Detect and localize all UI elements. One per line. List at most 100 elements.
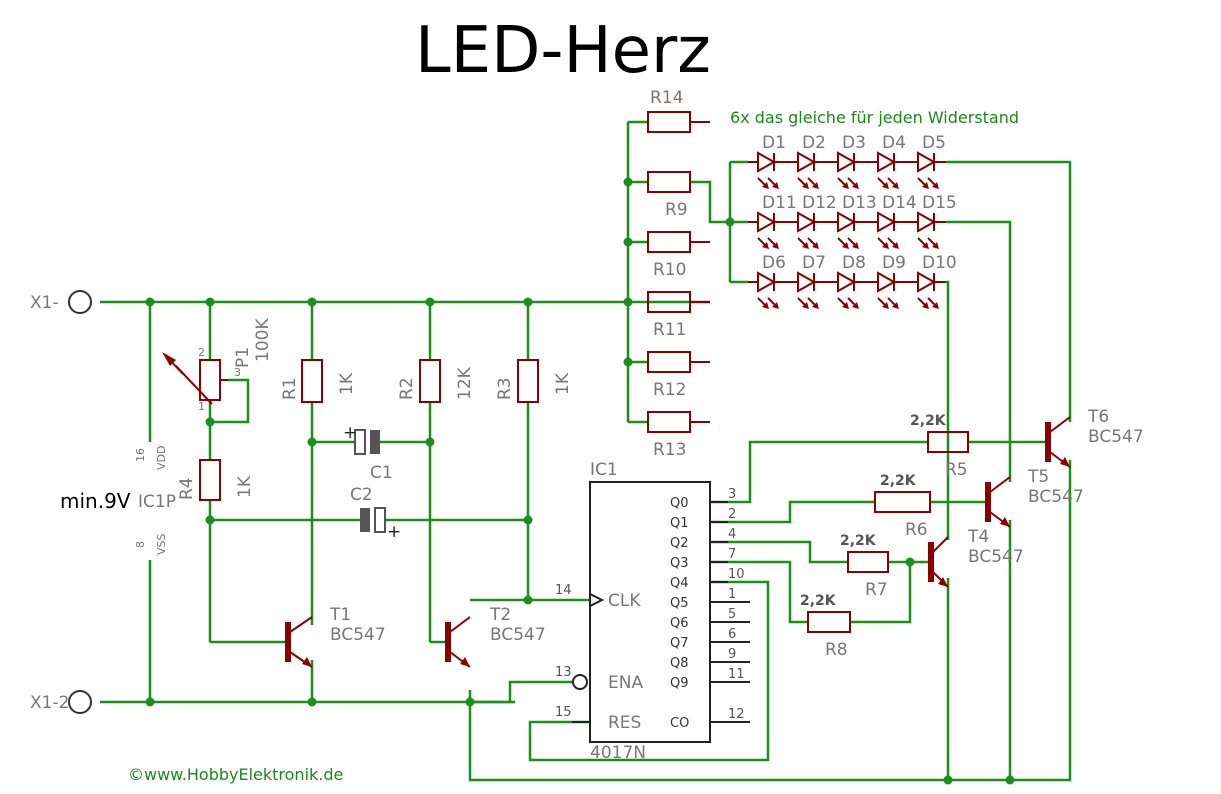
transistor-t1-type: BC547 — [330, 625, 386, 645]
ic1-power: 16 VDD 8 VSS IC1P — [134, 446, 176, 555]
pin-name: Q9 — [670, 676, 689, 691]
ic1-vss-label: VSS — [155, 533, 168, 555]
led-d3: D3 — [837, 133, 866, 189]
led-d5: D5 — [917, 133, 946, 189]
led-label: D8 — [842, 253, 866, 273]
pin-number: 13 — [555, 665, 572, 680]
led-d11: D11 — [757, 193, 797, 249]
led-label: D12 — [802, 193, 837, 213]
pin-name: Q6 — [670, 616, 689, 631]
resistor-r12-label: R12 — [653, 380, 686, 400]
resistor-r5-value: 2,2K — [910, 413, 947, 429]
pin-number: 7 — [728, 547, 736, 562]
resistor-r14-label: R14 — [650, 88, 683, 108]
led-label: D14 — [882, 193, 917, 213]
led-label: D7 — [802, 253, 826, 273]
resistor-r6-name: R6 — [905, 520, 928, 540]
pot-pin-3: 3 — [234, 366, 241, 379]
resistor-r3-name: R3 — [495, 377, 515, 400]
pin-name: Q0 — [670, 496, 689, 511]
led-d12: D12 — [797, 193, 837, 249]
resistor-r3: R3 1K — [495, 359, 573, 403]
resistor-r6-value: 2,2K — [880, 473, 917, 489]
pin-name: CO — [670, 716, 689, 731]
pot-name: P1 — [233, 347, 253, 368]
led-d2: D2 — [797, 133, 826, 189]
copyright: ©www.HobbyElektronik.de — [128, 765, 343, 784]
led-d6: D6 — [757, 253, 786, 309]
ic1-pin-q0: Q0 3 — [670, 487, 736, 511]
resistor-r13-label: R13 — [653, 440, 686, 460]
ic1-pin-q5: Q51 — [670, 587, 750, 611]
ic1-pin-q3: Q3 7 — [670, 547, 736, 571]
transistors — [285, 416, 1071, 668]
transistor-t5-name: T5 — [1027, 467, 1049, 487]
resistor-r1-name: R1 — [280, 377, 300, 400]
resistor-r7-value: 2,2K — [840, 533, 877, 549]
resistor-r8-value: 2,2K — [800, 593, 837, 609]
pin-name: Q2 — [670, 536, 689, 551]
pin-name: Q8 — [670, 656, 689, 671]
led-d7: D7 — [797, 253, 826, 309]
pot-pin-2: 2 — [198, 346, 205, 359]
led-resistors: R14 R9 R10 R11 R12 R13 — [647, 88, 710, 460]
led-label: D2 — [802, 133, 826, 153]
pin-number: 2 — [728, 507, 736, 522]
resistor-r5: 2,2K R5 — [910, 413, 969, 480]
ic1-pin-q2: Q2 4 — [670, 527, 736, 551]
pin-number: 5 — [728, 607, 736, 622]
terminal-x1-2: X1-2 — [30, 690, 92, 714]
ic1-vdd-label: VDD — [155, 446, 168, 470]
resistor-r1: R1 1K — [280, 359, 357, 403]
led-d10: D10 — [917, 253, 957, 309]
page-title: LED-Herz — [415, 14, 711, 88]
pin-number: 9 — [728, 647, 736, 662]
led-d14: D14 — [877, 193, 917, 249]
ic1-pin-co: CO 12 — [670, 707, 750, 731]
capacitor-c2-plus: + — [387, 522, 401, 542]
capacitor-c1-name: C1 — [370, 463, 393, 483]
ic1-part: 4017N — [590, 743, 646, 763]
transistor-t6-type: BC547 — [1088, 427, 1144, 447]
supply-label: min.9V — [60, 489, 131, 513]
ic1-power-name: IC1P — [138, 492, 176, 512]
pin-number: 12 — [728, 707, 745, 722]
pin-name: Q5 — [670, 596, 689, 611]
resistor-r3-value: 1K — [553, 372, 573, 395]
led-d1: D1 — [757, 133, 786, 189]
pot-value: 100K — [253, 318, 273, 362]
transistor-t1 — [285, 616, 313, 668]
resistor-r5-name: R5 — [945, 460, 968, 480]
resistor-r10-label: R10 — [653, 260, 686, 280]
pin-number: 10 — [728, 567, 745, 582]
ic1-pin-q6: Q6 5 — [670, 607, 750, 631]
pin-number: 4 — [728, 527, 736, 542]
pin-number: 3 — [728, 487, 736, 502]
pin-name: Q3 — [670, 556, 689, 571]
ic1-vdd-pin: 16 — [134, 448, 147, 462]
transistor-t2 — [445, 616, 471, 668]
pin-name: CLK — [608, 591, 641, 611]
pin-number: 11 — [728, 667, 745, 682]
transistor-t6 — [1045, 416, 1071, 468]
transistor-t4-name: T4 — [967, 527, 989, 547]
potentiometer-p1: 2 3 1 P1 100K — [162, 318, 273, 413]
led-label: D6 — [762, 253, 786, 273]
ic1-pin-q8: Q8 9 — [670, 647, 750, 671]
ic1-pin-q7: Q76 — [670, 627, 750, 651]
pin-name: ENA — [608, 673, 643, 693]
resistor-r2: R2 12K — [397, 359, 475, 403]
transistor-t2-type: BC547 — [490, 625, 546, 645]
led-label: D13 — [842, 193, 877, 213]
note-text: 6x das gleiche für jeden Widerstand — [730, 108, 1019, 127]
resistor-r2-name: R2 — [397, 377, 417, 400]
pot-pin-1: 1 — [198, 400, 205, 413]
ic1-name: IC1 — [590, 460, 618, 480]
capacitor-c2: + C2 — [350, 485, 401, 542]
resistor-r6: 2,2K R6 — [874, 473, 931, 540]
pin-number: 14 — [555, 583, 572, 598]
resistor-r8-name: R8 — [825, 640, 848, 660]
resistor-r7: 2,2K R7 — [840, 533, 889, 600]
ic1-pin-q9: Q9 11 — [670, 667, 750, 691]
